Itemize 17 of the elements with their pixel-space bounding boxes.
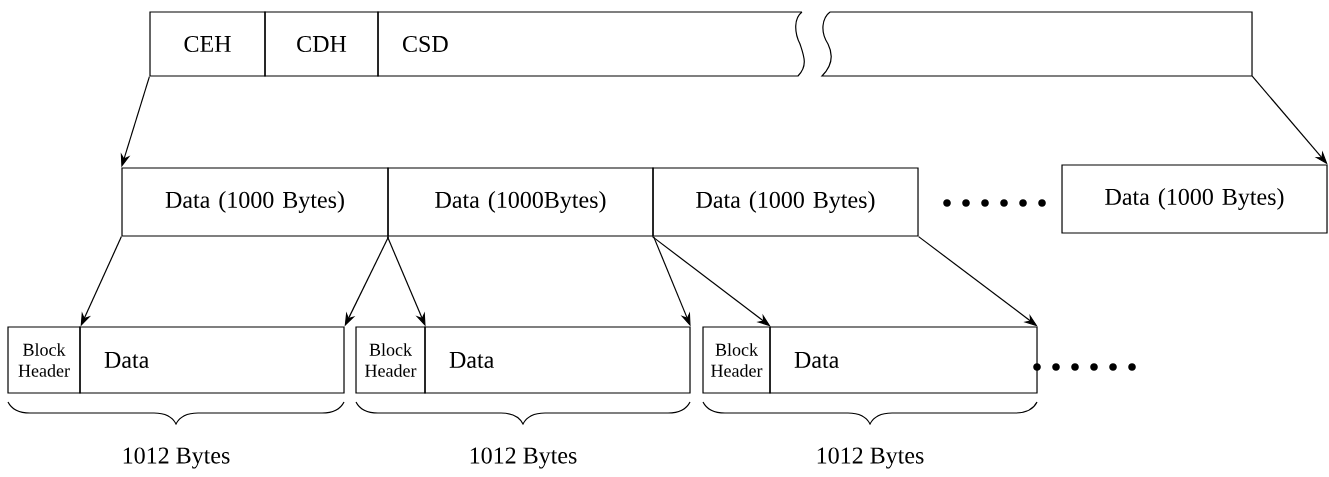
size-label: 1012 Bytes [817,447,924,469]
header-cell: Block Header [7,326,81,394]
data-cell: Data [79,326,345,394]
size-label: 1012 Bytes [123,447,230,469]
data-block: Data (1000Bytes) [387,167,654,237]
header-cell: Block Header [702,326,771,394]
data-block: Data (1000 Bytes) [121,167,389,237]
segment-box: CSD [377,11,805,77]
field-cell: CEH [149,11,266,77]
data-cell: Data [769,326,1038,394]
data-block: Data (1000 Bytes) [652,167,919,237]
segment-box [821,11,1253,77]
data-block: Data (1000 Bytes) [1061,164,1328,234]
data-cell: Data [424,326,691,394]
field-cell: CDH [264,11,379,77]
size-label: 1012 Bytes [470,447,577,469]
header-cell: Block Header [355,326,426,394]
